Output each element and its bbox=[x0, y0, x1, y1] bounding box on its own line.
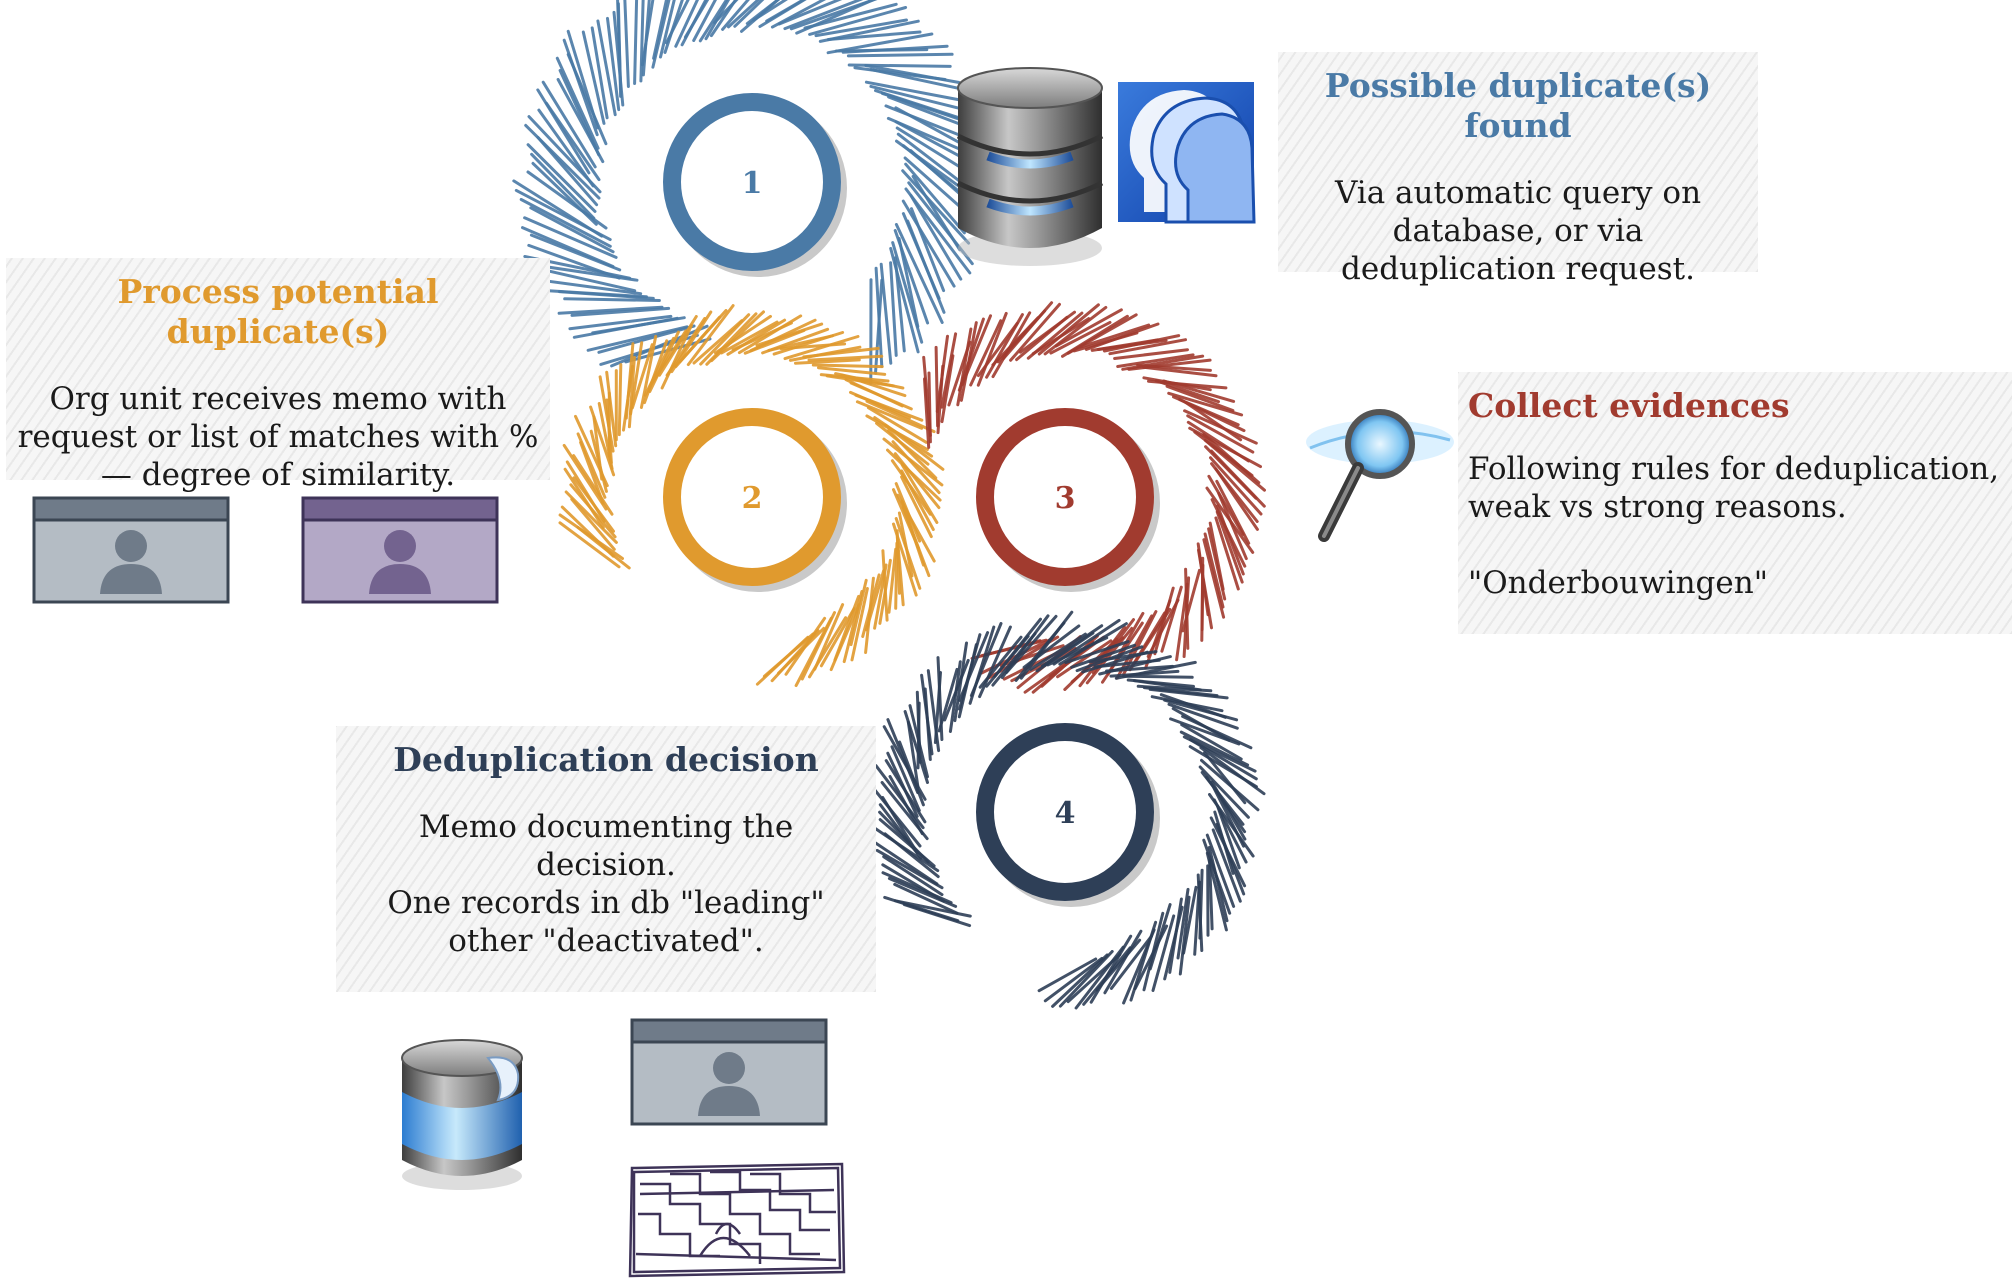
database-icon bbox=[958, 68, 1102, 266]
step-2-number: 2 bbox=[742, 481, 763, 516]
step-2-ring: 2 bbox=[672, 417, 838, 583]
user-card-purple-icon bbox=[303, 498, 497, 602]
step-3-number: 3 bbox=[1055, 481, 1076, 516]
database-blue-icon bbox=[402, 1040, 522, 1190]
step-2-title: Process potential duplicate(s) bbox=[16, 272, 540, 352]
step-2-panel: Process potential duplicate(s) Org unit … bbox=[6, 258, 550, 480]
step-4-body: Memo documenting the decision. One recor… bbox=[346, 808, 866, 960]
step-1-title: Possible duplicate(s) found bbox=[1288, 66, 1748, 146]
user-card-icon bbox=[34, 498, 228, 602]
step-1-panel: Possible duplicate(s) found Via automati… bbox=[1278, 52, 1758, 272]
step-4-ring: 4 bbox=[985, 732, 1151, 898]
people-profiles-icon bbox=[1118, 82, 1254, 222]
magnifier-icon bbox=[1306, 412, 1454, 536]
step-1-number: 1 bbox=[742, 166, 763, 201]
step-4-panel: Deduplication decision Memo documenting … bbox=[336, 726, 876, 992]
step-4-number: 4 bbox=[1055, 796, 1076, 831]
step-1-ring: 1 bbox=[672, 102, 838, 268]
step-4-title: Deduplication decision bbox=[346, 740, 866, 780]
step-3-ring: 3 bbox=[985, 417, 1151, 583]
step-1-body: Via automatic query on database, or via … bbox=[1288, 174, 1748, 288]
step-3-body: Following rules for deduplication, weak … bbox=[1468, 450, 2002, 602]
step-2-body: Org unit receives memo with request or l… bbox=[16, 380, 540, 494]
step-3-title: Collect evidences bbox=[1468, 386, 2002, 426]
scribbled-card-icon bbox=[630, 1164, 844, 1276]
step-3-panel: Collect evidences Following rules for de… bbox=[1458, 372, 2012, 634]
user-card-icon bbox=[632, 1020, 826, 1124]
